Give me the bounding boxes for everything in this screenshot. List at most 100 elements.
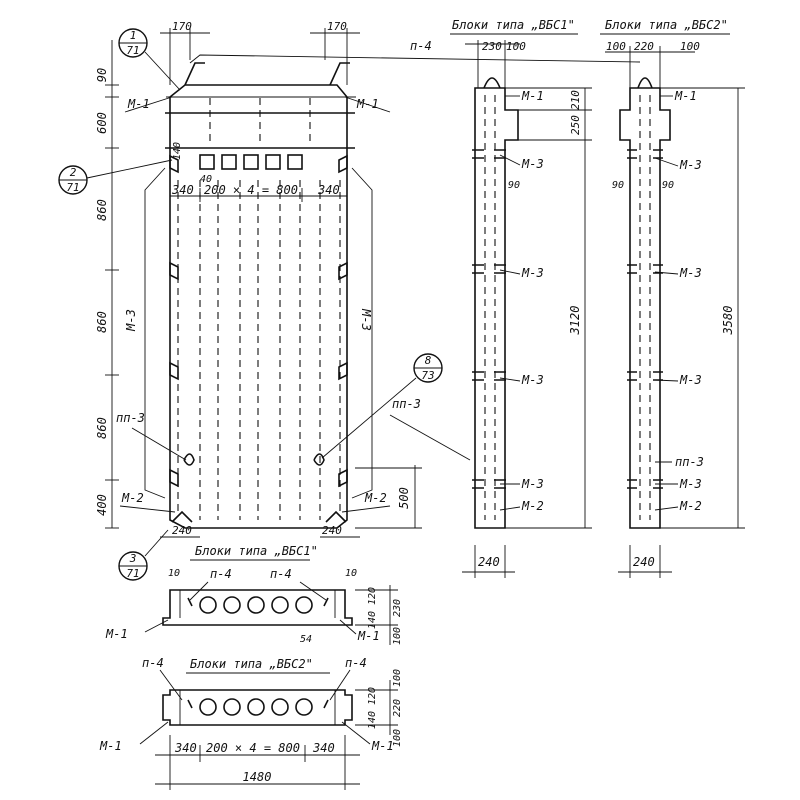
label-pp3-mid: пп-3 [392,397,421,411]
side-view-vbs1 [465,40,520,529]
label-m2-right: М-2 [364,491,387,505]
dim-860-1: 860 [95,199,109,221]
dim-240-front-left: 240 [172,524,192,537]
label-p4-plan1-left: п-4 [210,567,232,581]
dim-340-left: 340 [171,183,194,197]
dim-100-vbs2-right: 100 [680,40,700,53]
dim-340-right: 340 [317,183,340,197]
label-m3-s2a: М-3 [679,158,702,172]
dim-140: 140 [172,142,183,160]
plan1-right-dims [355,585,398,645]
label-m3-s1b: М-3 [521,266,544,280]
leader-m1-right [344,96,391,113]
dim-860-2: 860 [95,311,109,333]
m3-right-bracket [351,167,373,499]
callout-2-bottom: 71 [66,181,79,194]
dim-1480: 1480 [243,770,272,784]
dim-100-vbs1: 100 [506,40,526,53]
label-m1-plan2-right: М-1 [371,739,394,753]
dim-3120: 3120 [568,306,582,336]
label-pp3-s2: пп-3 [675,455,704,469]
leader-p4-plan1-right [299,581,327,601]
dim-230-plan1: 230 [392,599,403,617]
dim-240-s2: 240 [633,555,655,569]
label-m2-s2: М-2 [679,499,702,513]
label-m2-left: М-2 [121,491,144,505]
label-p4-plan2-right: п-4 [345,656,367,670]
dim-170-left: 170 [172,20,192,33]
label-m1-s1: М-1 [521,89,544,103]
dim-110-120: 140 120 [367,587,378,629]
dim-240-front-right: 240 [322,524,342,537]
leader-pp3-left [131,427,187,461]
callout-2-71 [58,159,173,195]
label-m3-s1d: М-3 [521,477,544,491]
leader-m2-right [341,505,391,513]
dim-500: 500 [397,487,411,509]
leader-m1-plan1-left [144,619,169,633]
dim-220-vbs2: 220 [634,40,654,53]
label-pp3-left: пп-3 [116,411,145,425]
label-m3-left: М-3 [124,309,138,332]
leader-m1-plan2-right [341,721,371,745]
leader-m2-left [119,505,176,513]
dim-3580-line [660,87,745,529]
label-m1-s2: М-1 [674,89,697,103]
label-m3-s2d: М-3 [679,477,702,491]
dim-400: 400 [95,494,109,516]
label-p4-top: п-4 [410,39,432,53]
dim-54: 54 [300,634,312,645]
leader-m2-s1 [499,506,521,511]
plan-vbs2 [162,689,353,726]
leader-m1-plan1-right [339,619,357,635]
title-vbs1-top: Блоки типа „ВБС1" [452,18,575,32]
dim-100-plan1: 100 [392,627,403,645]
callout-2-top: 2 [70,166,77,179]
dim-10-plan1-right: 10 [345,568,357,579]
label-m2-s1: М-2 [521,499,544,513]
dim-250: 250 [569,115,582,135]
callout-1-71 [118,28,181,91]
dim-3580: 3580 [721,306,735,336]
dim-220-plan2: 220 [392,699,403,717]
label-m3-s1a: М-3 [521,157,544,171]
bottom-dim-chain [155,735,360,790]
leader-pp3-mid [389,414,471,461]
leader-p4-plan2-right [329,669,351,701]
callout-3-71 [118,529,169,581]
callout-3-top: 3 [129,552,137,565]
plan-vbs1 [162,589,353,626]
label-p4-plan1-right: п-4 [270,567,292,581]
dim-340-plan-right: 340 [312,741,335,755]
callout-8-bottom: 73 [421,369,434,382]
dim-100-vbs2-left: 100 [606,40,626,53]
dim-90: 90 [95,68,109,82]
top-dims [160,28,360,85]
leader-m3-s1a [499,154,521,166]
m3-left-bracket [144,167,166,499]
dim-110-120-plan2: 140 120 [367,687,378,729]
dim-340-plan-left: 340 [174,741,197,755]
label-m3-right: М-3 [359,308,373,331]
dim-170-right: 170 [327,20,347,33]
leader-m3-s1c [499,377,521,382]
left-dimension-chain [105,40,119,529]
label-m1-plan1-right: М-1 [357,629,380,643]
callout-1-bottom: 71 [126,44,139,57]
leader-m3-s2a [654,157,679,167]
dim-600: 600 [95,112,109,134]
leader-m3-s1b [499,269,521,275]
label-m3-s2b: М-3 [679,266,702,280]
leader-p4-plan1-left [189,581,209,601]
dim-240-s1: 240 [478,555,500,569]
opening-dim-line [170,188,347,202]
callout-1-top: 1 [130,29,137,42]
callout-3-bottom: 71 [126,567,139,580]
dim-240-s1-line [462,545,515,578]
dim-100-plan2-bottom: 100 [392,729,403,747]
label-m1-plan1-left: М-1 [105,627,128,641]
plan2-right-dims [355,680,398,735]
leader-p4-plan2-left [159,669,183,701]
dim-500-line [355,465,422,529]
